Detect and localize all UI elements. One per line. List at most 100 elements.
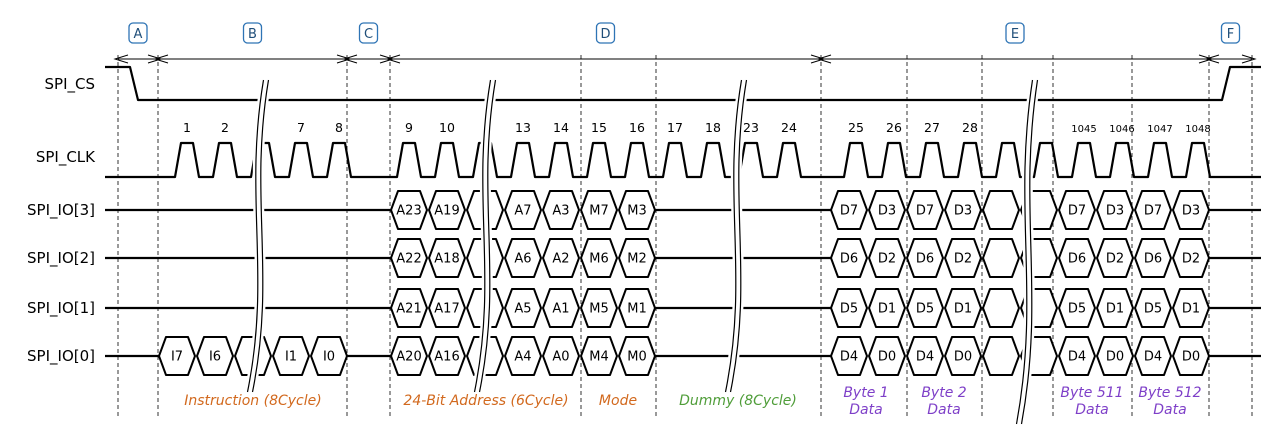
- data-cell-label: A18: [434, 252, 459, 267]
- data-cell-label: A0: [552, 350, 569, 365]
- data-cell: [428, 336, 466, 376]
- data-cell: [944, 238, 982, 278]
- break-mark: [478, 79, 497, 393]
- data-cell: [504, 190, 542, 230]
- data-cell: [1058, 190, 1096, 230]
- data-cell-label: I0: [323, 350, 335, 365]
- data-cell-label: D5: [840, 302, 858, 317]
- data-cell: [390, 238, 428, 278]
- clock-cycle-number: 23: [743, 120, 759, 135]
- data-cell-label: D4: [1144, 350, 1162, 365]
- phase-marker-box-d: [595, 22, 616, 44]
- phase-marker-box-c: [358, 22, 379, 44]
- phase-label: Byte 511: [1060, 385, 1123, 401]
- data-cell-label: A22: [396, 252, 421, 267]
- dimension-arrowhead-right: [1241, 54, 1257, 64]
- data-cell-label: A1: [552, 302, 569, 317]
- data-cell-label: A23: [396, 204, 421, 219]
- data-cell-label: D7: [840, 204, 858, 219]
- clock-cycle-number: 24: [781, 120, 797, 135]
- data-cell: [868, 288, 906, 328]
- data-cell: [1134, 190, 1172, 230]
- break-mark: [473, 79, 492, 393]
- data-cell-label: D2: [1106, 252, 1124, 267]
- data-cell-label: A16: [434, 350, 459, 365]
- data-cell: [428, 238, 466, 278]
- phase-marker-box-f: [1220, 22, 1241, 44]
- signal-label-spi-clk: SPI_CLK: [35, 148, 95, 166]
- data-cell-label: D2: [1182, 252, 1200, 267]
- data-cell: [504, 288, 542, 328]
- data-cell-label: M4: [589, 350, 609, 365]
- data-cell: [906, 190, 944, 230]
- data-cell: [580, 288, 618, 328]
- data-cell-label: D7: [916, 204, 934, 219]
- data-cell: [906, 336, 944, 376]
- clock-cycle-number: 17: [667, 120, 683, 135]
- data-cell-label: D3: [1182, 204, 1200, 219]
- data-cell: [542, 288, 580, 328]
- phase-label: Mode: [599, 393, 637, 409]
- phase-marker-box-a: [128, 22, 148, 44]
- data-cell: [1134, 238, 1172, 278]
- data-cell: [158, 336, 196, 376]
- data-cell-label: D1: [1106, 302, 1124, 317]
- break-mark: [724, 79, 743, 393]
- spi-clk-waveform: [105, 141, 1261, 179]
- clock-cycle-number: 27: [924, 120, 940, 135]
- clock-cycle-number: 1: [183, 120, 191, 135]
- data-cell: [196, 336, 234, 376]
- signal-label-spi-io2: SPI_IO[2]: [27, 249, 95, 267]
- phase-marker-letter-e: E: [1011, 27, 1019, 42]
- data-cell: [1096, 238, 1134, 278]
- data-cell: [1096, 336, 1134, 376]
- data-cell: [542, 336, 580, 376]
- data-cell: [944, 288, 982, 328]
- data-cell: [906, 238, 944, 278]
- clock-cycle-number: 10: [439, 120, 455, 135]
- data-cell-label: D7: [1068, 204, 1086, 219]
- data-cell: [428, 190, 466, 230]
- data-cell-label: M2: [627, 252, 647, 267]
- phase-label: Dummy (8Cycle): [679, 393, 797, 409]
- signal-label-spi-io1: SPI_IO[1]: [27, 299, 95, 317]
- spi-cs-waveform: [105, 65, 1261, 102]
- break-gap-mask: [244, 79, 272, 394]
- data-cell-label: D2: [954, 252, 972, 267]
- data-cell-label: A20: [396, 350, 421, 365]
- data-cell-label: D6: [1068, 252, 1086, 267]
- data-cell-label: D2: [878, 252, 896, 267]
- break-mark: [729, 79, 748, 393]
- data-cell: [982, 336, 1020, 376]
- data-cell-label: D5: [916, 302, 934, 317]
- data-cell: [272, 336, 310, 376]
- data-cell-label: M1: [627, 302, 647, 317]
- phase-label: Data: [1153, 402, 1186, 418]
- data-cell: [1172, 190, 1210, 230]
- clock-cycle-number: 1045: [1071, 124, 1096, 135]
- data-cell: [580, 190, 618, 230]
- clock-cycle-number: 1048: [1185, 124, 1210, 135]
- data-cell: [1134, 288, 1172, 328]
- phase-label: Byte 2: [921, 385, 966, 401]
- phase-label: Data: [927, 402, 960, 418]
- phase-marker-letter-a: A: [134, 27, 143, 42]
- dimension-arrowhead-left: [1204, 54, 1220, 64]
- dimension-arrowhead-left: [816, 54, 832, 64]
- dimension-arrowhead-left: [113, 54, 129, 64]
- data-cell: [830, 238, 868, 278]
- clock-cycle-number: 16: [629, 120, 645, 135]
- data-cell: [1172, 238, 1210, 278]
- data-cell: [428, 288, 466, 328]
- clock-cycle-number: 9: [405, 120, 413, 135]
- data-cell: [982, 238, 1020, 278]
- data-cell: [1058, 288, 1096, 328]
- dimension-arrowhead-left: [342, 54, 358, 64]
- data-cell-label: M7: [589, 204, 609, 219]
- data-cell-label: A3: [552, 204, 569, 219]
- data-cell: [504, 336, 542, 376]
- data-cell-label: I1: [285, 350, 297, 365]
- data-cell: [310, 336, 348, 376]
- clock-cycle-number: 2: [221, 120, 229, 135]
- data-cell-label: D4: [840, 350, 858, 365]
